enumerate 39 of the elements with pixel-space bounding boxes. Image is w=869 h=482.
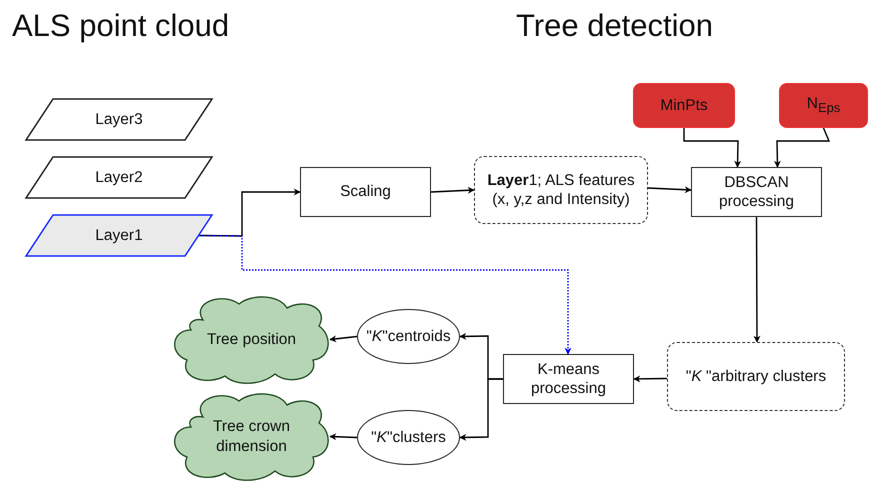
parallelogram-node [25,156,213,199]
node-text: Tree position [206,330,298,350]
arrow [459,378,503,441]
data-box [474,156,648,224]
arrow [199,188,301,237]
process-box [503,354,634,404]
arrow [753,217,760,343]
arrow [683,128,742,168]
parameter-box [779,83,868,128]
arrow [648,186,692,194]
data-box [667,342,845,411]
arrow [329,433,358,440]
node-text: Layer3 [94,110,144,130]
section-heading: ALS point cloud [12,8,230,44]
arrow [633,375,667,382]
process-box [691,167,822,217]
node-text: Tree crown dimension [212,417,291,456]
parallelogram-node [25,98,213,141]
node-text: K-means processing [530,360,607,398]
arrow [430,186,475,194]
section-heading: Tree detection [516,8,714,44]
node-text: Layer2 [94,168,144,188]
node-text: Scaling [339,182,392,202]
node-text: MinPts [659,96,709,116]
node-text: "K"centroids [365,326,452,346]
arrow [774,128,830,168]
node-text: Layer1 [94,226,144,246]
node-text: Layer1; ALS features (x, y,z and Intensity) [486,170,636,210]
node-text: DBSCAN processing [718,172,795,212]
arrow [329,335,358,342]
result-cloud [173,296,330,383]
node-text: "K "arbitrary clusters [684,366,828,386]
arrow [199,234,572,355]
parallelogram-node [25,214,213,257]
process-box [300,167,431,217]
parameter-box [633,83,735,128]
result-cloud [173,393,330,480]
node-text: "K"clusters [370,428,447,448]
node-text: N$_{Eps}$ [806,94,842,117]
